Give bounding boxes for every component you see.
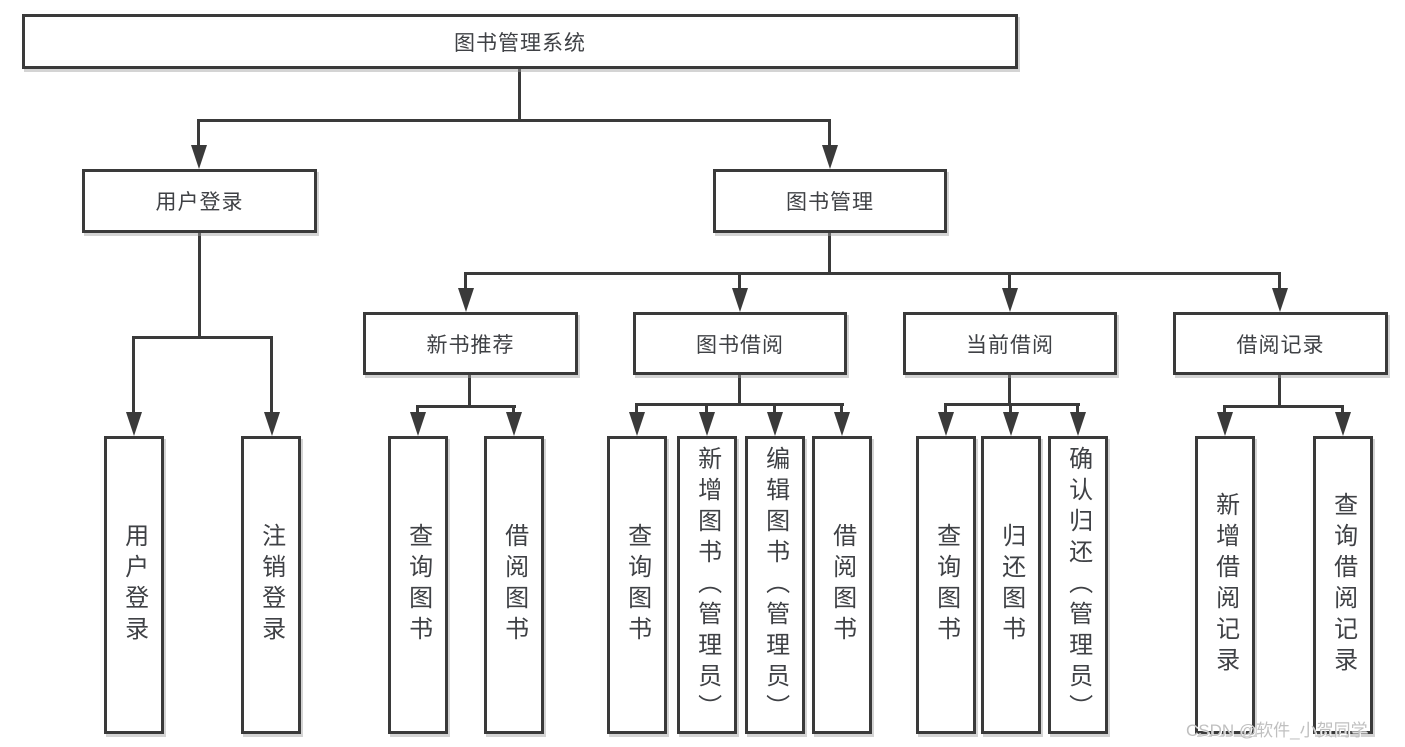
leaf-record-add-label: 新增借阅记录 [1211,492,1239,678]
edge-root-rail [197,119,831,122]
edge-rec-trunk [468,375,471,406]
edge-tail-book-borrow [738,272,741,290]
node-borrow-record: 借阅记录 [1173,312,1388,375]
leaf-user-login-label: 用户登录 [120,523,148,647]
arrowhead-record-query [1335,412,1351,436]
node-book-borrow: 图书借阅 [633,312,847,375]
leaf-rec-query-books-label: 查询图书 [404,523,432,647]
edge-tail-rec-borrow [512,405,515,415]
edge-tail-book-mgmt [828,119,831,147]
node-book-mgmt-label: 图书管理 [786,191,874,214]
leaf-rec-borrow-books: 借阅图书 [484,436,544,734]
leaf-bor-edit-books: 编辑图书（管理员） [745,436,805,734]
edge-login-trunk [198,232,201,337]
arrowhead-bor-add [699,412,715,436]
edge-bor-rail [635,403,844,406]
edge-tail-user-login-branch [197,119,200,147]
edge-recd-rail [1223,405,1344,408]
arrowhead-current-borrow [1002,288,1018,312]
leaf-cur-return-books: 归还图书 [981,436,1041,734]
node-root: 图书管理系统 [22,14,1018,69]
arrowhead-bor-query [629,412,645,436]
leaf-record-query: 查询借阅记录 [1313,436,1373,734]
edge-tail-cur-confirm [1076,403,1079,414]
node-book-mgmt: 图书管理 [713,169,947,233]
node-borrow-record-label: 借阅记录 [1236,333,1325,357]
node-new-book-rec-label: 新书推荐 [426,333,515,357]
leaf-cur-confirm-return: 确认归还（管理员） [1048,436,1108,734]
edge-tail-cur-return [1009,403,1012,414]
leaf-rec-borrow-books-label: 借阅图书 [500,523,528,647]
edge-tail-bor-borrow [840,403,843,414]
arrowhead-cur-confirm [1070,412,1086,436]
arrowhead-book-mgmt [822,145,838,169]
arrowhead-rec-borrow [506,412,522,436]
leaf-bor-query-books: 查询图书 [607,436,667,734]
edge-bor-trunk [738,375,741,404]
arrowhead-cur-query [938,412,954,436]
leaf-bor-borrow-books: 借阅图书 [812,436,872,734]
edge-tail-borrow-record [1278,272,1281,290]
leaf-logout: 注销登录 [241,436,301,734]
edge-tail-record-query [1341,405,1344,415]
edge-login-rail [132,336,273,339]
leaf-cur-query-books-label: 查询图书 [932,523,960,647]
arrowhead-leaf-user-login [126,412,142,436]
edge-tail-bor-add [705,403,708,414]
node-current-borrow: 当前借阅 [903,312,1117,375]
leaf-bor-query-books-label: 查询图书 [623,523,651,647]
arrowhead-borrow-record [1272,288,1288,312]
leaf-bor-add-books: 新增图书（管理员） [677,436,737,734]
edge-tail-bor-query [635,403,638,414]
node-current-borrow-label: 当前借阅 [966,333,1054,357]
node-user-login-branch-label: 用户登录 [155,191,244,214]
edge-recd-trunk [1278,375,1281,406]
leaf-cur-query-books: 查询图书 [916,436,976,734]
arrowhead-bor-borrow [834,412,850,436]
node-user-login-branch: 用户登录 [82,169,317,233]
arrowhead-bor-edit [767,412,783,436]
edge-tail-bor-edit [773,403,776,414]
leaf-cur-return-books-label: 归还图书 [997,523,1025,647]
arrowhead-cur-return [1003,412,1019,436]
edge-tail-current-borrow [1008,272,1011,290]
edge-tail-rec-query [416,405,419,415]
arrowhead-book-borrow [732,288,748,312]
node-book-borrow-label: 图书借阅 [696,333,784,357]
arrowhead-record-add [1217,412,1233,436]
arrowhead-user-login-branch [191,145,207,169]
leaf-user-login: 用户登录 [104,436,164,734]
edge-tail-leaf-user-login [132,336,135,414]
edge-root-trunk [518,69,521,120]
arrowhead-leaf-logout [264,412,280,436]
leaf-bor-borrow-books-label: 借阅图书 [828,523,856,647]
edge-mgmt-rail [464,272,1281,275]
edge-cur-rail [944,403,1080,406]
arrowhead-new-book-rec [458,288,474,312]
leaf-rec-query-books: 查询图书 [388,436,448,734]
leaf-record-add: 新增借阅记录 [1195,436,1255,734]
node-new-book-rec: 新书推荐 [363,312,578,375]
leaf-record-query-label: 查询借阅记录 [1329,492,1357,678]
leaf-bor-add-books-label: 新增图书（管理员） [693,445,721,725]
leaf-bor-edit-books-label: 编辑图书（管理员） [761,445,789,725]
edge-tail-leaf-logout [270,336,273,414]
node-root-label: 图书管理系统 [454,31,586,55]
edge-cur-trunk [1008,375,1011,404]
arrowhead-rec-query [410,412,426,436]
edge-tail-record-add [1223,405,1226,415]
leaf-cur-confirm-return-label: 确认归还（管理员） [1064,445,1092,725]
edge-rec-rail [416,405,516,408]
edge-mgmt-trunk [828,232,831,273]
csdn-watermark: CSDN @软件_小贺同学 [1186,721,1368,740]
edge-tail-cur-query [944,403,947,414]
edge-tail-new-book-rec [464,272,467,290]
leaf-logout-label: 注销登录 [257,523,285,647]
